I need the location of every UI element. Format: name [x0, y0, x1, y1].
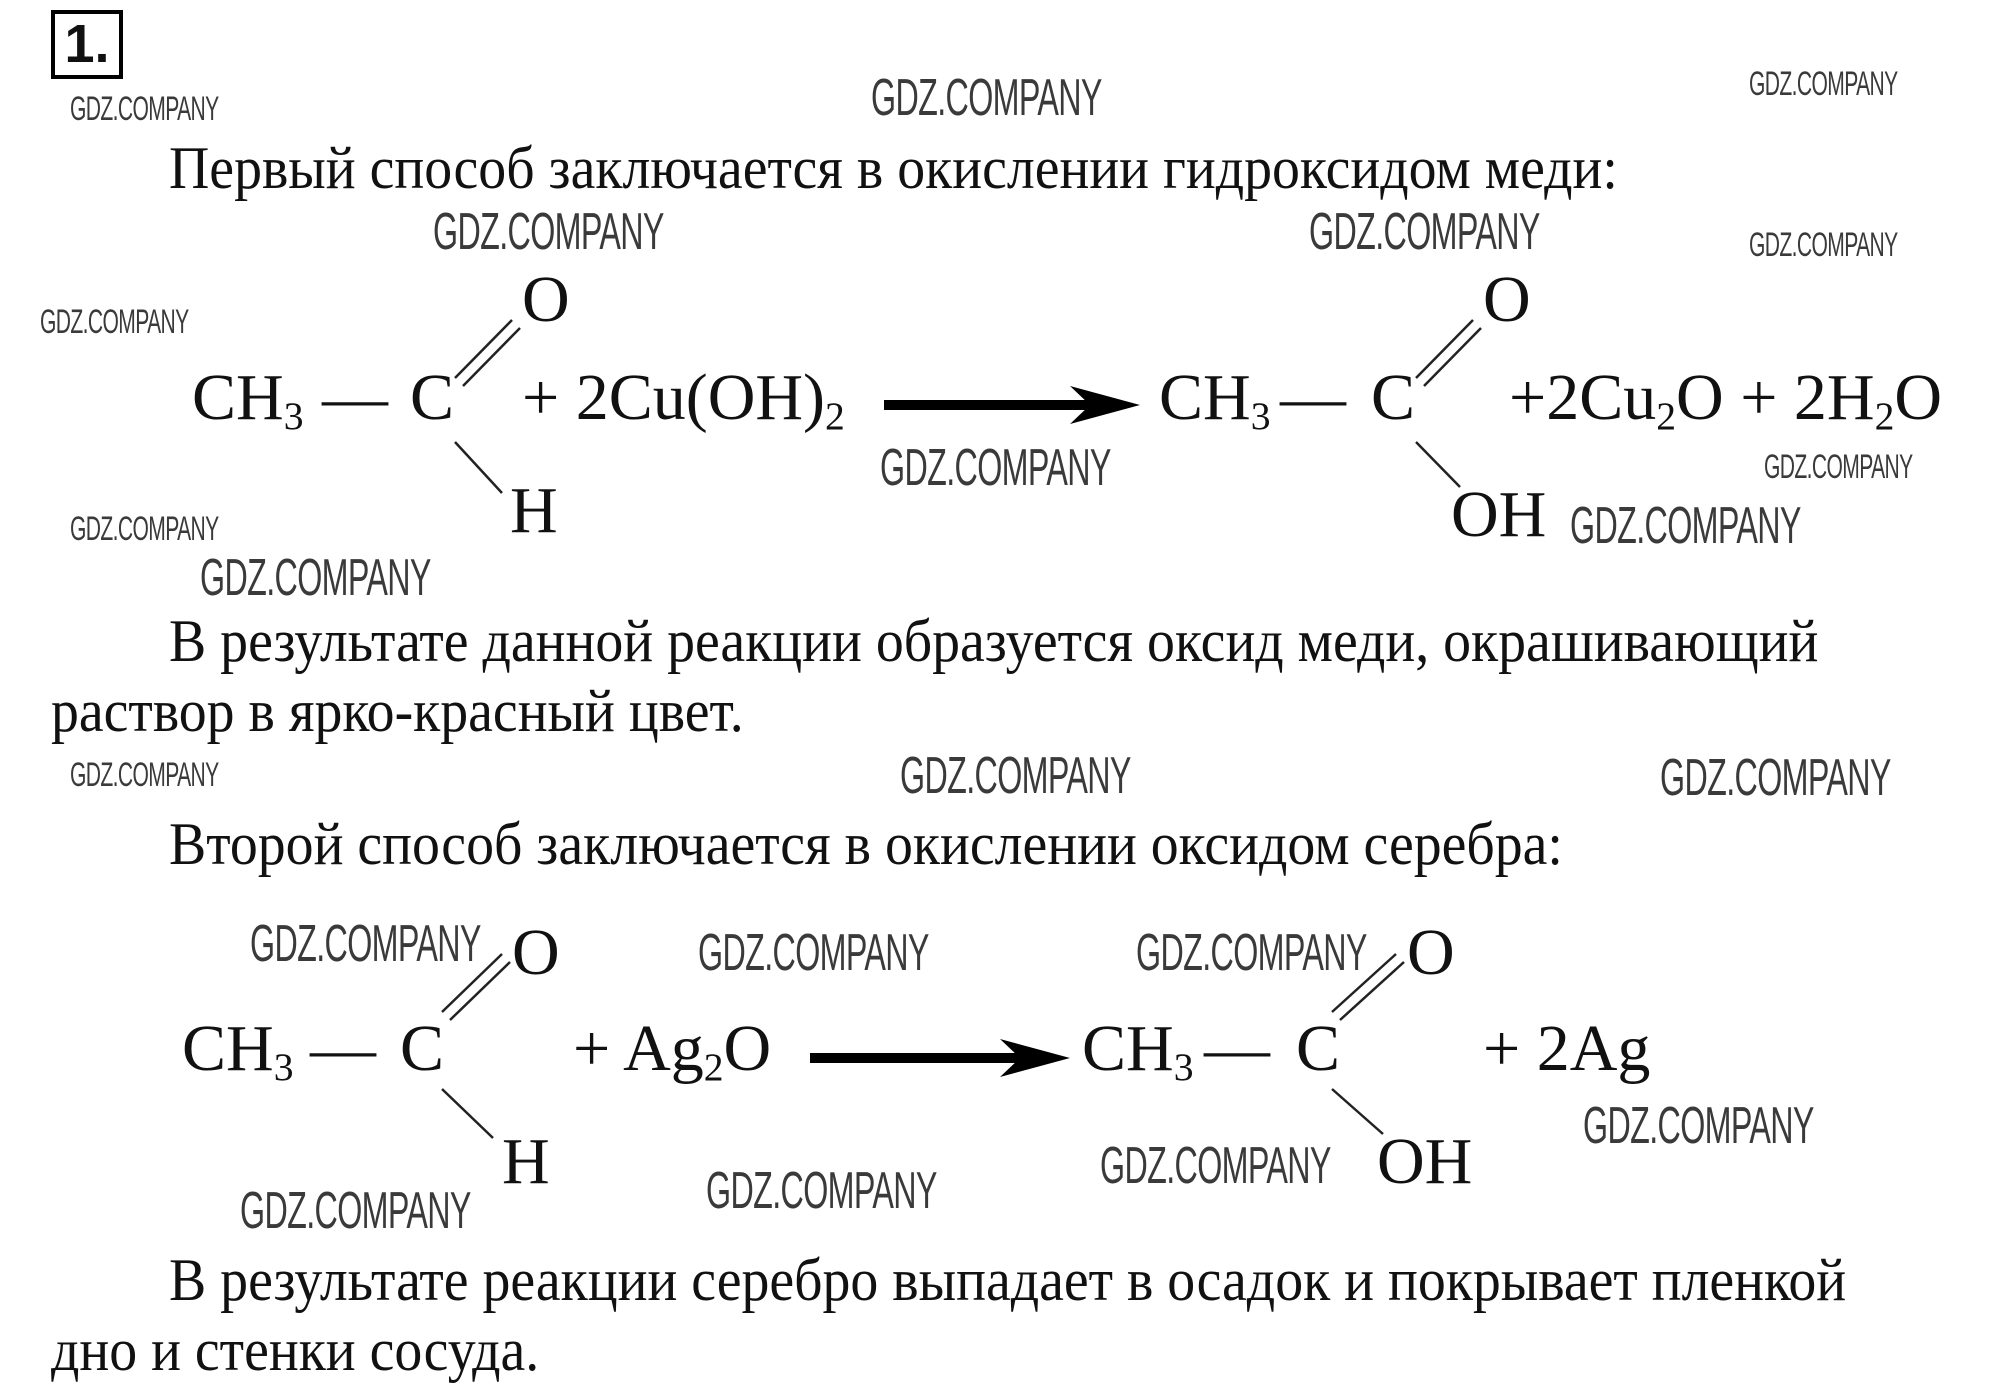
eq2-reactant-methyl: CH3 — [182, 1016, 293, 1087]
eq1-reactant-carbon: C — [410, 361, 455, 434]
eq2-product-hydroxyl: OH — [1377, 1125, 1473, 1198]
eq1-product-bond: — — [1280, 361, 1346, 434]
watermark: GDZ.COMPANY — [900, 747, 1131, 805]
eq1-h-text: O + 2H — [1676, 361, 1875, 434]
eq1-reactant-ch-sub: 3 — [283, 393, 304, 438]
watermark: GDZ.COMPANY — [1136, 924, 1367, 982]
eq1-arrow-icon — [884, 386, 1140, 424]
watermark: GDZ.COMPANY — [240, 1182, 471, 1240]
paragraph-first-method: Первый способ заключается в окислении ги… — [169, 135, 1618, 201]
eq1-reagent: + 2Cu(OH)2 — [522, 365, 845, 436]
eq2-reagent-post: O — [723, 1012, 772, 1085]
eq1-product-carbon: C — [1371, 361, 1416, 434]
watermark: GDZ.COMPANY — [433, 203, 664, 261]
eq2-arrow-icon — [810, 1039, 1070, 1077]
eq1-product-ch-sub: 3 — [1250, 393, 1271, 438]
watermark: GDZ.COMPANY — [1583, 1097, 1814, 1155]
watermark: GDZ.COMPANY — [880, 439, 1111, 497]
eq1-product-ch: CH — [1159, 361, 1251, 434]
paragraph-result-1-line1: В результате данной реакции образуется о… — [169, 608, 1819, 674]
watermark: GDZ.COMPANY — [1570, 497, 1801, 555]
eq1-reagent-sub: 2 — [825, 393, 845, 438]
eq2-reactant-ch-sub: 3 — [273, 1044, 294, 1089]
eq1-byproducts: +2Cu2O + 2H2O — [1509, 365, 1942, 436]
paragraph-result-2-line2: дно и стенки сосуда. — [51, 1317, 540, 1383]
eq2-reagent-sub: 2 — [703, 1044, 724, 1089]
paragraph-result-1-line2: раствор в ярко-красный цвет. — [51, 678, 744, 744]
eq1-reactant-oxygen: O — [522, 263, 570, 336]
paragraph-second-method: Второй способ заключается в окислении ок… — [169, 811, 1563, 877]
watermark: GDZ.COMPANY — [1660, 749, 1891, 807]
eq2-reactant-hydrogen: H — [502, 1125, 550, 1198]
watermark: GDZ.COMPANY — [70, 756, 219, 794]
eq2-single-bond — [441, 1088, 494, 1139]
eq2-reactant-ch: CH — [182, 1012, 274, 1085]
watermark: GDZ.COMPANY — [250, 915, 481, 973]
watermark: GDZ.COMPANY — [200, 549, 431, 607]
eq1-reactant-bond: — — [322, 361, 388, 434]
eq2-reagent: + Ag2O — [573, 1016, 771, 1087]
eq1-reagent-text: + 2Cu(OH) — [522, 361, 826, 434]
watermark: GDZ.COMPANY — [1764, 448, 1913, 486]
eq1-h-sub: 2 — [1874, 393, 1895, 438]
eq2p-single-bond — [1331, 1088, 1384, 1135]
eq1p-double-bond-a — [1415, 319, 1474, 379]
watermark: GDZ.COMPANY — [1309, 203, 1540, 261]
eq2-product-ch-sub: 3 — [1173, 1044, 1194, 1089]
eq1-reactant-methyl: CH3 — [192, 365, 303, 436]
eq2-product-ch: CH — [1082, 1012, 1174, 1085]
eq2-reagent-text: + Ag — [573, 1012, 704, 1085]
eq1-single-bond — [454, 441, 503, 494]
watermark: GDZ.COMPANY — [1749, 226, 1898, 264]
eq1-reactant-ch: CH — [192, 361, 284, 434]
watermark: GDZ.COMPANY — [706, 1162, 937, 1220]
watermark: GDZ.COMPANY — [698, 924, 929, 982]
watermark: GDZ.COMPANY — [1749, 65, 1898, 103]
eq1-double-bond-b — [462, 327, 521, 387]
watermark: GDZ.COMPANY — [871, 69, 1102, 127]
eq1-o-text: O — [1894, 361, 1943, 434]
paragraph-result-2-line1: В результате реакции серебро выпадает в … — [169, 1247, 1847, 1313]
eq2-reactant-bond: — — [310, 1012, 376, 1085]
eq1-reactant-hydrogen: H — [510, 474, 558, 547]
eq1-product-hydroxyl: OH — [1451, 478, 1547, 551]
eq1p-double-bond-b — [1423, 327, 1482, 387]
eq1-cu-text: +2Cu — [1509, 361, 1657, 434]
task-number: 1. — [51, 10, 123, 79]
eq2-reactant-carbon: C — [400, 1012, 445, 1085]
watermark: GDZ.COMPANY — [70, 510, 219, 548]
watermark: GDZ.COMPANY — [1100, 1137, 1331, 1195]
eq1-product-oxygen: O — [1483, 263, 1531, 336]
watermark: GDZ.COMPANY — [70, 90, 219, 128]
eq2-product-bond: — — [1204, 1012, 1270, 1085]
eq1-product-methyl: CH3 — [1159, 365, 1270, 436]
eq2-byproduct: + 2Ag — [1483, 1012, 1651, 1085]
watermark: GDZ.COMPANY — [40, 303, 189, 341]
eq1-double-bond-a — [454, 319, 513, 379]
eq1-cu-sub: 2 — [1656, 393, 1677, 438]
eq2-reactant-oxygen: O — [512, 916, 560, 989]
eq2-product-methyl: CH3 — [1082, 1016, 1193, 1087]
eq2-product-oxygen: O — [1407, 916, 1455, 989]
eq2-product-carbon: C — [1296, 1012, 1341, 1085]
